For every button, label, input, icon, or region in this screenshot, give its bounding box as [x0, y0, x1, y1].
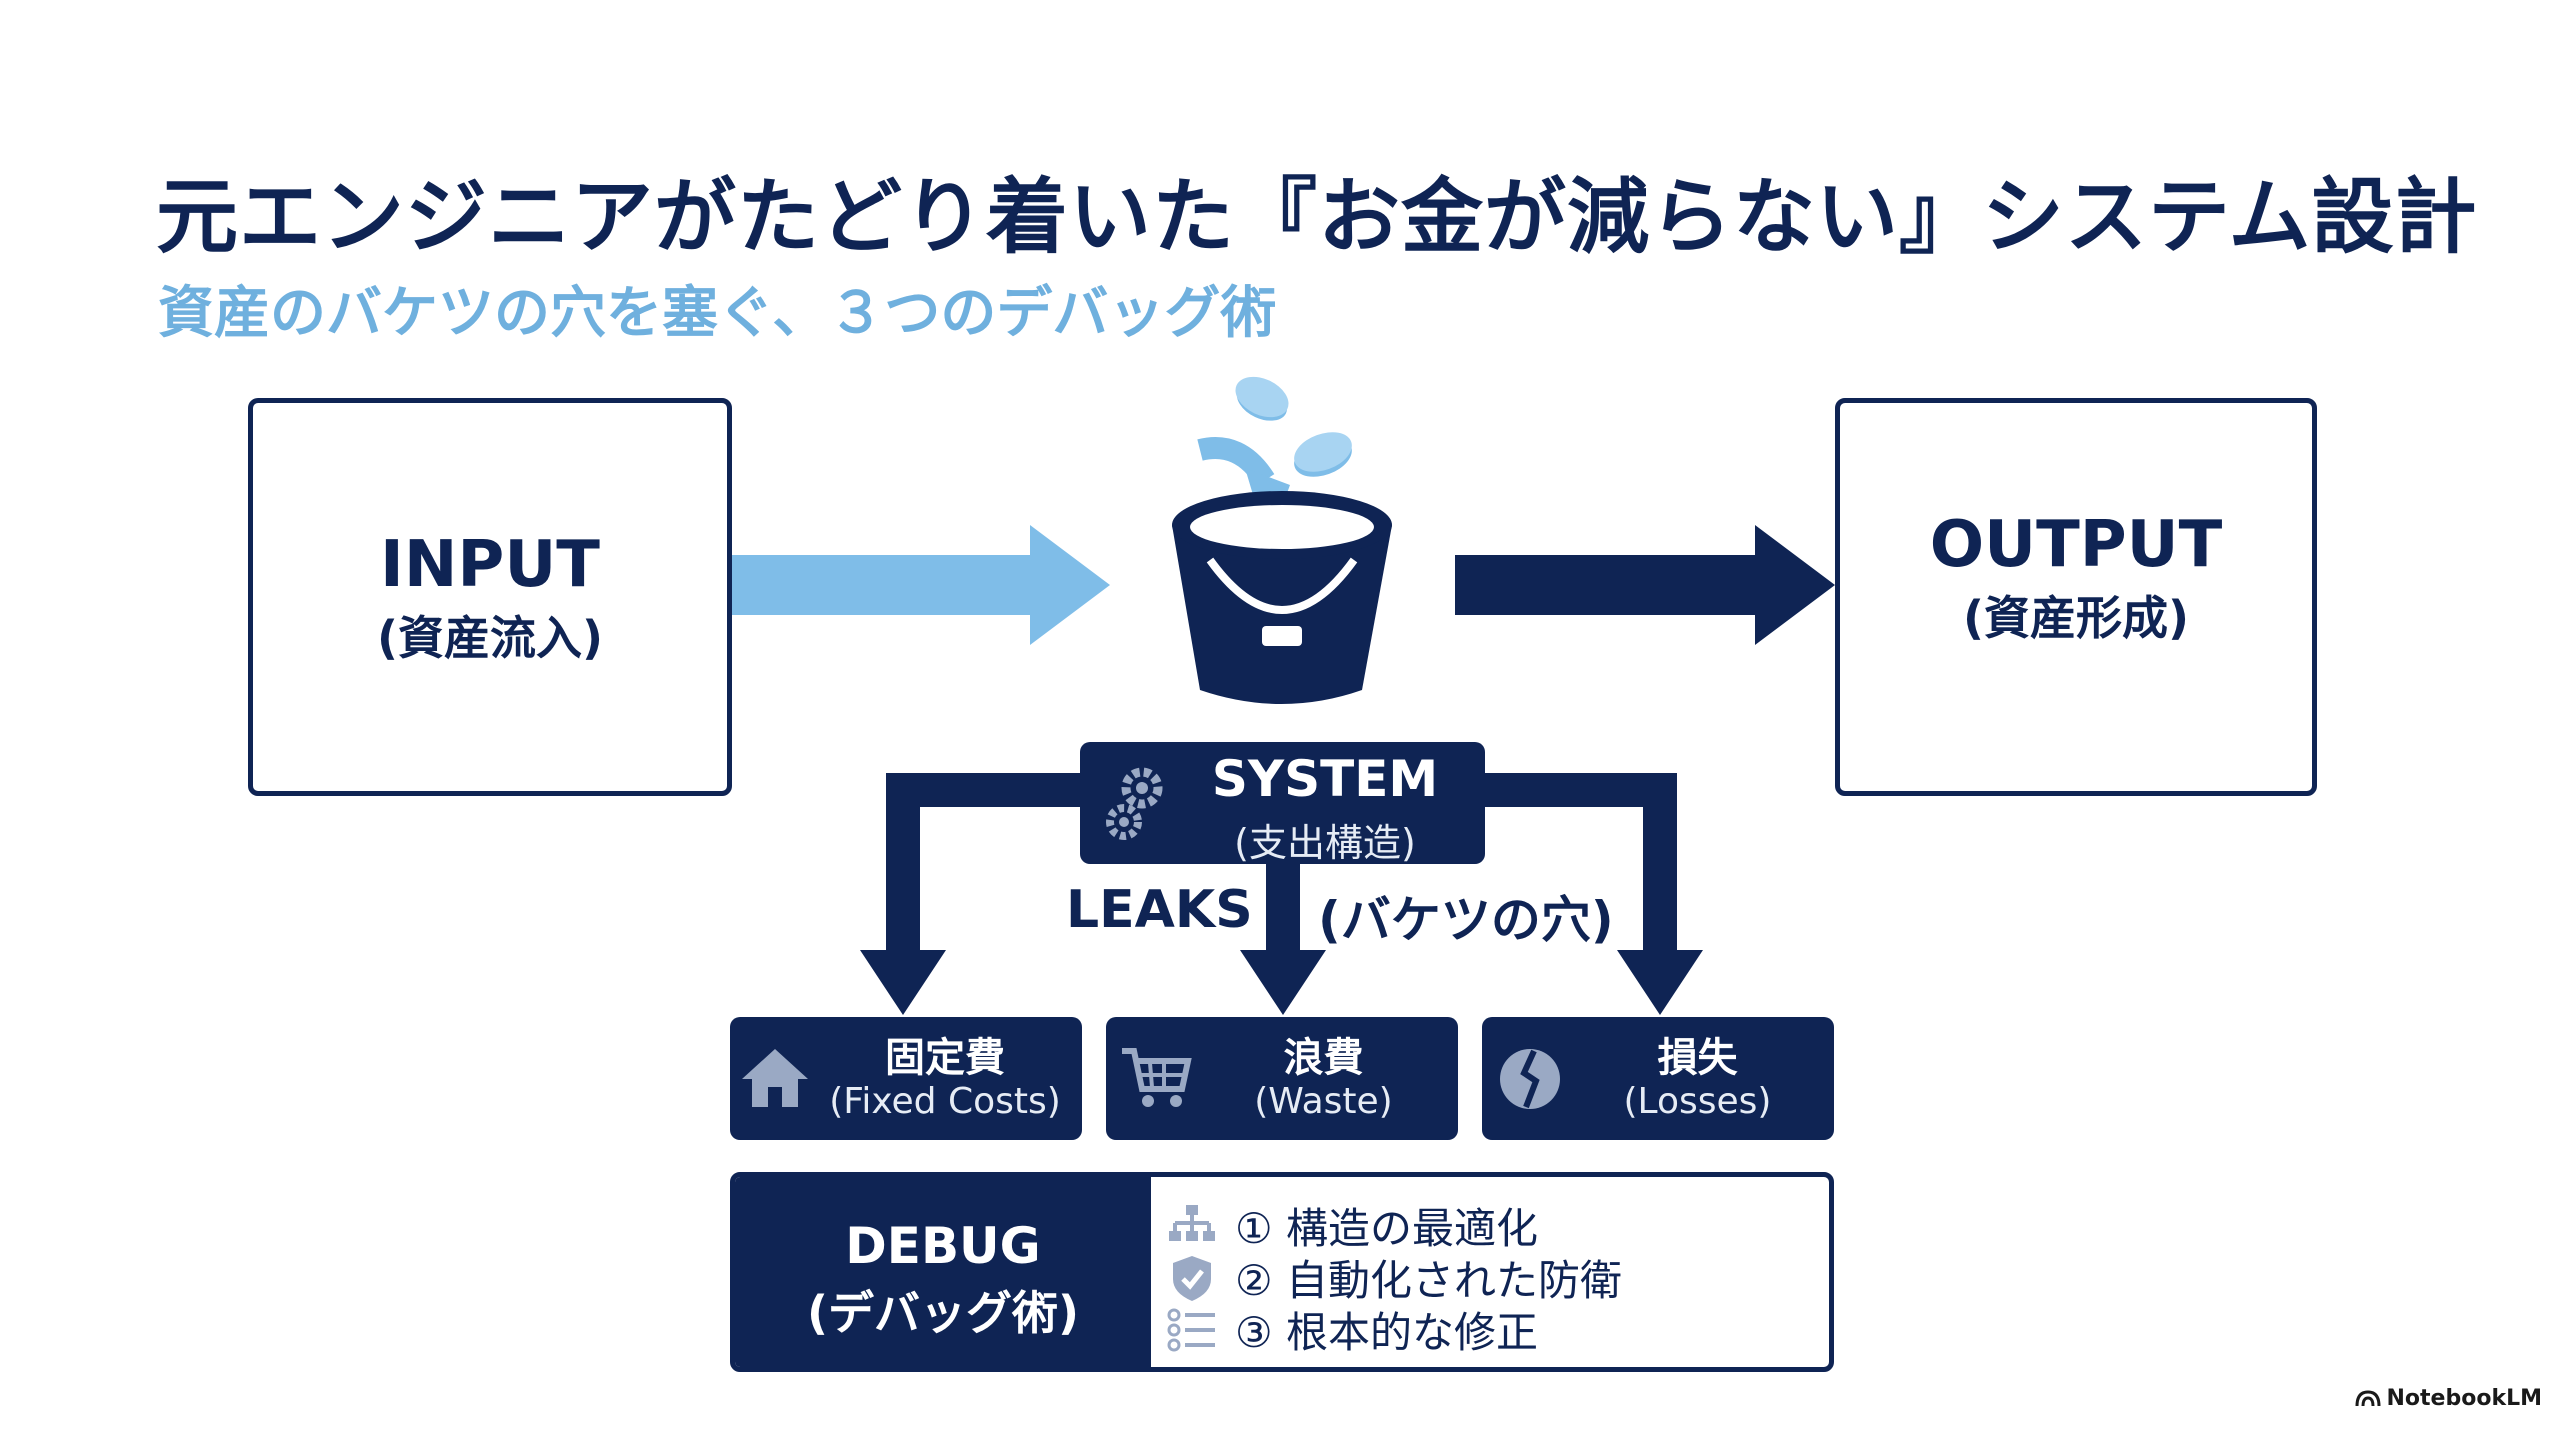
output-arrow [1455, 525, 1835, 645]
page-title: 元エンジニアがたどり着いた『お金が減らない』システム設計 [156, 170, 2478, 265]
system-sublabel: (支出構造) [1234, 821, 1416, 865]
input-box: INPUT (資産流入) [248, 398, 732, 796]
broken-coin-icon [1500, 1049, 1560, 1109]
output-box: OUTPUT (資産形成) [1835, 398, 2317, 796]
brand-label: NotebookLM [2386, 1386, 2542, 1411]
page-subtitle: 資産のバケツの穴を塞ぐ、３つのデバッグ術 [158, 281, 1277, 346]
hierarchy-icon [1169, 1204, 1215, 1241]
shopping-cart-icon [1122, 1048, 1192, 1107]
debug-item: ② 自動化された防衛 [1167, 1247, 1622, 1308]
leak-item-waste: 浪費 (Waste) [1106, 1017, 1458, 1140]
input-sublabel: (資産流入) [376, 611, 604, 665]
house-icon [742, 1049, 808, 1107]
debug-label-block: DEBUG (デバッグ術) [735, 1177, 1151, 1367]
gears-icon [1106, 767, 1163, 840]
bucket-icon [1172, 376, 1392, 704]
leak-item-losses: 損失 (Losses) [1482, 1017, 1834, 1140]
leak-title: 浪費 [1283, 1035, 1364, 1081]
leak-item-fixed-costs: 固定費 (Fixed Costs) [730, 1017, 1082, 1140]
debug-item-text: ③ 根本的な修正 [1235, 1308, 1539, 1357]
output-sublabel: (資産形成) [1962, 591, 2190, 645]
checklist-icon [1167, 1308, 1215, 1351]
leak-sub: (Fixed Costs) [829, 1081, 1061, 1122]
leaks-label: LEAKS [1066, 880, 1253, 940]
shield-check-icon [1173, 1255, 1211, 1301]
leak-sub: (Losses) [1623, 1081, 1772, 1122]
leak-arrow-left [886, 773, 1080, 955]
debug-sublabel: (デバッグ術) [806, 1286, 1080, 1340]
notebooklm-brand: NotebookLM [2355, 1386, 2542, 1411]
leak-sub: (Waste) [1254, 1081, 1393, 1122]
debug-item-text: ① 構造の最適化 [1235, 1204, 1539, 1253]
input-label: INPUT [380, 528, 600, 602]
leak-title: 損失 [1657, 1035, 1738, 1081]
debug-list: ① 構造の最適化 ② 自動化された防衛 ③ 根本的な修正 [1167, 1177, 1817, 1367]
debug-item-text: ② 自動化された防衛 [1235, 1256, 1623, 1305]
system-box: SYSTEM (支出構造) [1080, 742, 1485, 865]
leaks-sublabel: (バケツの穴) [1318, 891, 1614, 949]
input-arrow [730, 525, 1110, 645]
leak-title: 固定費 [885, 1035, 1005, 1081]
debug-item: ① 構造の最適化 [1167, 1195, 1538, 1256]
leak-arrow-right [1485, 773, 1677, 955]
notebooklm-logo-icon [2355, 1389, 2381, 1406]
debug-panel: DEBUG (デバッグ術) ① 構造の最適化 ② 自動化された防衛 [730, 1172, 1834, 1372]
debug-label: DEBUG [845, 1217, 1041, 1275]
debug-item: ③ 根本的な修正 [1167, 1299, 1538, 1360]
system-label: SYSTEM [1211, 750, 1439, 808]
output-label: OUTPUT [1929, 508, 2223, 582]
